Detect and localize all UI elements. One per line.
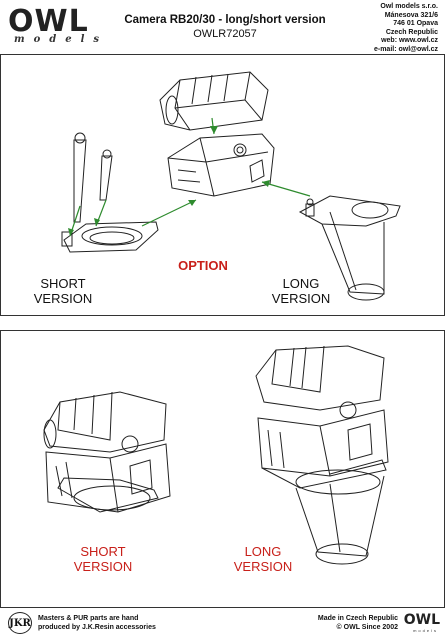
address-line: Czech Republic: [385, 28, 438, 36]
assembly-option-panel: [0, 54, 445, 316]
assembled-versions-panel: [0, 330, 445, 608]
arrow-long-lens-to-body: [261, 181, 311, 197]
footer-credits-line: produced by J.K.Resin accessories: [38, 624, 156, 631]
camera-body-part: [167, 133, 275, 197]
footer-owl-logo-subtitle: models: [413, 628, 438, 633]
footer-origin-line: © OWL Since 2002: [336, 624, 398, 631]
owl-logo: OWL: [8, 4, 89, 39]
long-version-assembled: [255, 345, 389, 565]
address-line: Owl models s.r.o.: [380, 3, 438, 10]
long-label-line1: LONG: [244, 544, 282, 559]
arrow-heads: [68, 126, 270, 236]
footer-origin-line: Made in Czech Republic: [317, 615, 398, 622]
company-address: Owl models s.r.o. Mánesova 321/6 746 01 …: [374, 3, 438, 54]
option-label: OPTION: [178, 258, 228, 273]
short-label-line1: SHORT: [80, 544, 126, 559]
address-line: web: www.owl.cz: [381, 37, 438, 44]
owl-logo-subtitle: models: [14, 34, 109, 45]
camera-lid-part: [159, 71, 269, 131]
address-line: 746 01 Opava: [393, 20, 438, 27]
long-label-line2: VERSION: [271, 291, 331, 306]
footer-credits: Masters & PUR parts are hand produced by…: [38, 614, 156, 632]
arrow-short-lens-to-body: [141, 199, 197, 227]
arrow-head: [94, 218, 100, 226]
short-label-line2: VERSION: [73, 559, 133, 574]
arrow-head: [210, 126, 218, 134]
long-version-label-bottom: LONG VERSION: [228, 544, 298, 574]
short-label-line2: VERSION: [33, 291, 93, 306]
short-version-label-top: SHORT VERSION: [28, 276, 98, 306]
short-label-line1: SHORT: [40, 276, 86, 291]
short-lens-part: [61, 221, 159, 253]
footer-origin: Made in Czech Republic © OWL Since 2002: [318, 614, 398, 632]
header: OWL models Camera RB20/30 - long/short v…: [0, 0, 446, 56]
address-line: Mánesova 321/6: [384, 11, 438, 19]
long-label-line2: VERSION: [233, 559, 293, 574]
footer-credits-line: Masters & PUR parts are hand: [38, 615, 139, 622]
short-version-assembled: [43, 391, 171, 513]
arrow-head: [68, 228, 74, 236]
long-version-label-top: LONG VERSION: [266, 276, 336, 306]
product-code: OWLR72057: [193, 28, 257, 40]
title-block: Camera RB20/30 - long/short version OWLR…: [110, 14, 340, 40]
long-lens-part: [298, 195, 401, 301]
short-version-label-bottom: SHORT VERSION: [68, 544, 138, 574]
jkr-badge: JKR: [8, 612, 32, 634]
arrow-head: [188, 200, 196, 206]
arrow-head: [262, 180, 270, 187]
page-title: Camera RB20/30 - long/short version: [124, 14, 326, 26]
long-label-line1: LONG: [282, 276, 320, 291]
address-line: e-mail: owl@owl.cz: [373, 45, 438, 53]
assembly-arrows: [69, 117, 311, 237]
footer-owl-logo: OWL: [403, 612, 440, 628]
